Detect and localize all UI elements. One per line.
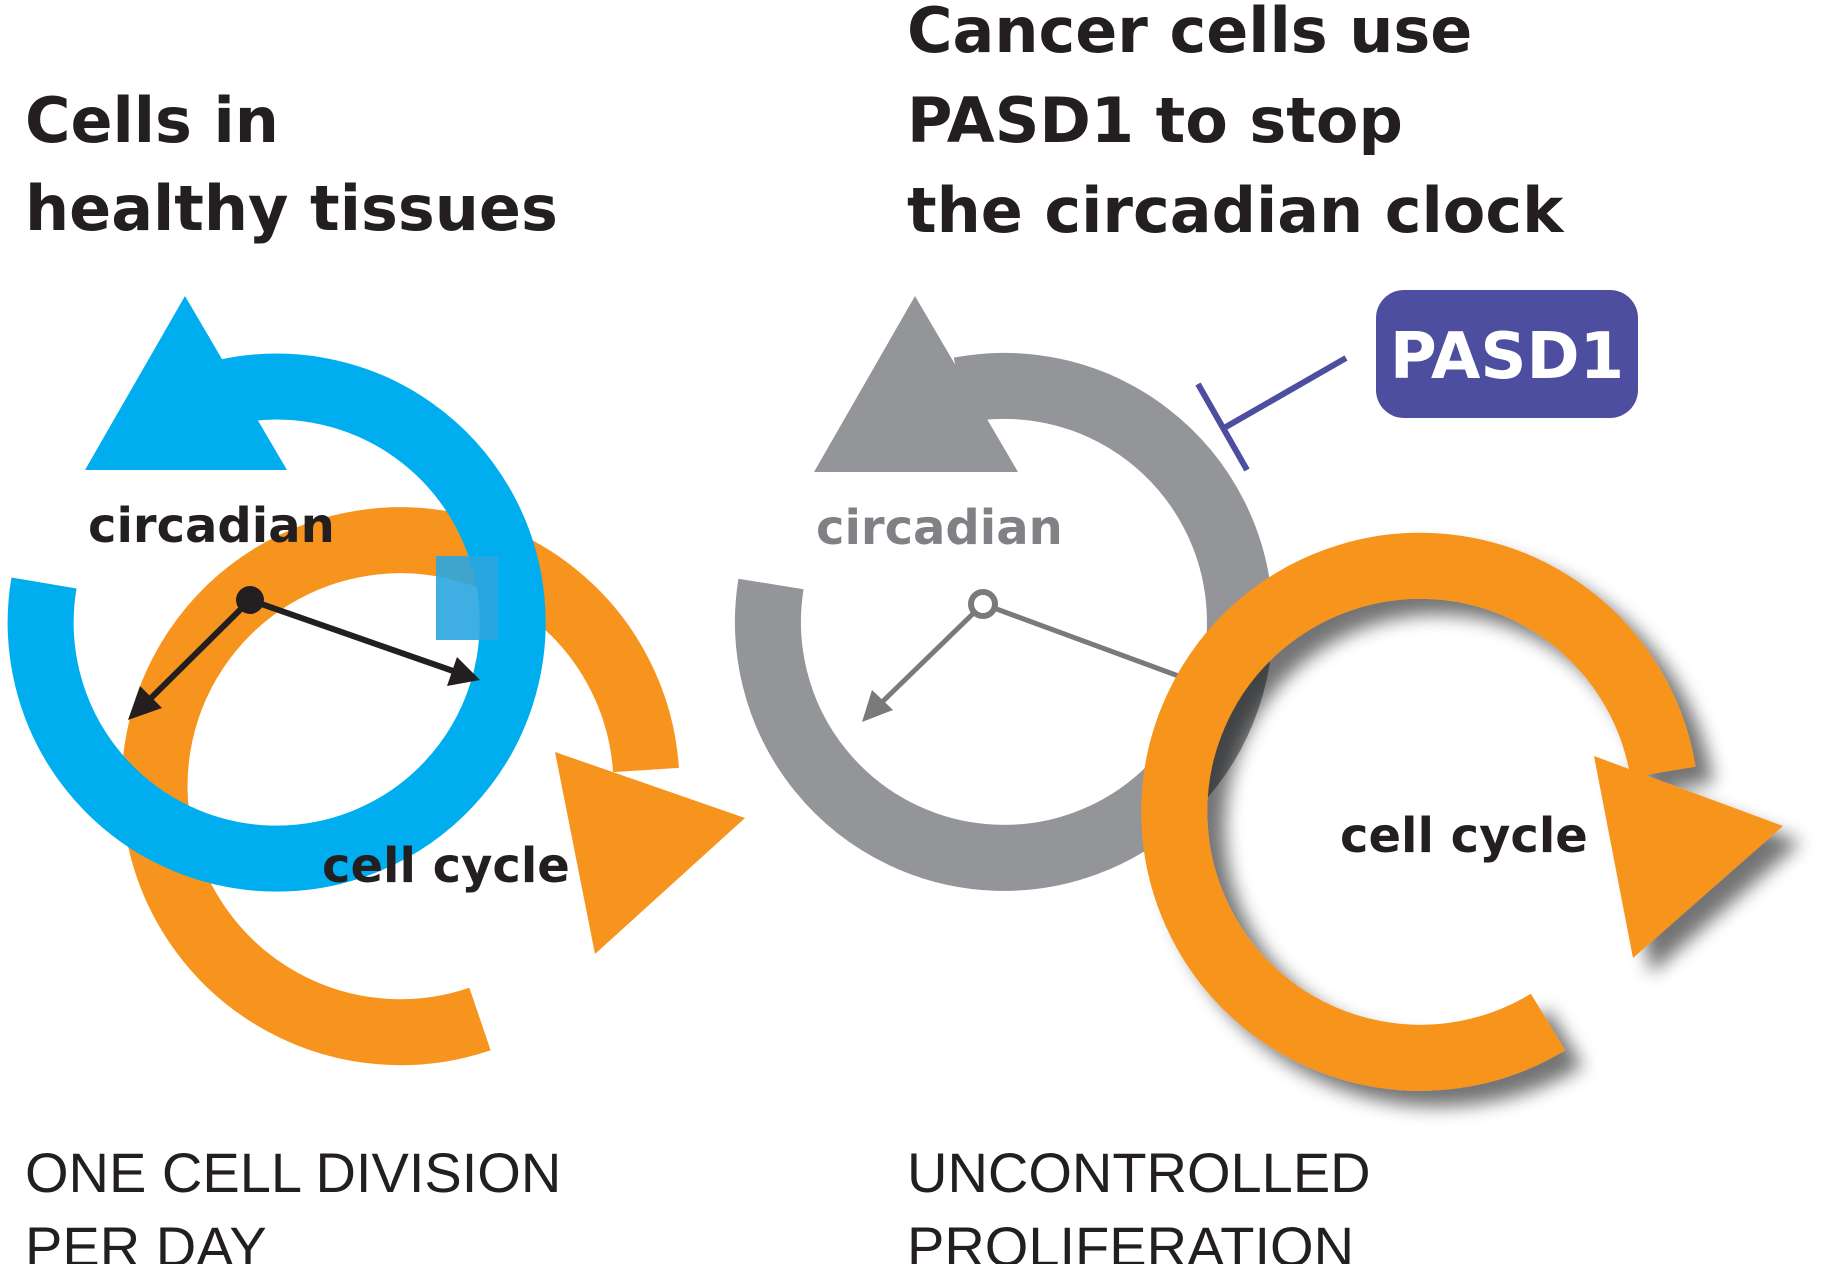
- right-title-line1: Cancer cells use: [907, 0, 1472, 67]
- left-cell-cycle-label: cell cycle: [322, 838, 570, 894]
- right-circadian-label: circadian: [816, 500, 1063, 556]
- pasd1-label: PASD1: [1390, 320, 1624, 394]
- left-circadian-label: circadian: [88, 498, 335, 554]
- pasd1-inhibition-line: [1195, 355, 1348, 472]
- right-title-line2: PASD1 to stop: [907, 84, 1403, 157]
- left-circadian-arrow: [7, 296, 546, 892]
- right-cell-cycle-label: cell cycle: [1340, 808, 1588, 864]
- right-clock-hands: [862, 589, 1216, 722]
- right-cell-cycle-arrow: [1141, 532, 1783, 1091]
- right-caption-line1: UNCONTROLLED: [907, 1141, 1371, 1204]
- left-title-line1: Cells in: [25, 84, 279, 157]
- cycle-overlap-region: [436, 556, 498, 640]
- pasd1-badge: PASD1: [1376, 290, 1638, 418]
- right-title-line3: the circadian clock: [907, 174, 1565, 247]
- left-caption-line1: ONE CELL DIVISION: [25, 1141, 561, 1204]
- left-clock-hands: [128, 586, 480, 720]
- right-caption-line2: PROLIFERATION: [907, 1215, 1354, 1264]
- left-title-line2: healthy tissues: [25, 172, 558, 245]
- left-caption-line2: PER DAY: [25, 1215, 267, 1264]
